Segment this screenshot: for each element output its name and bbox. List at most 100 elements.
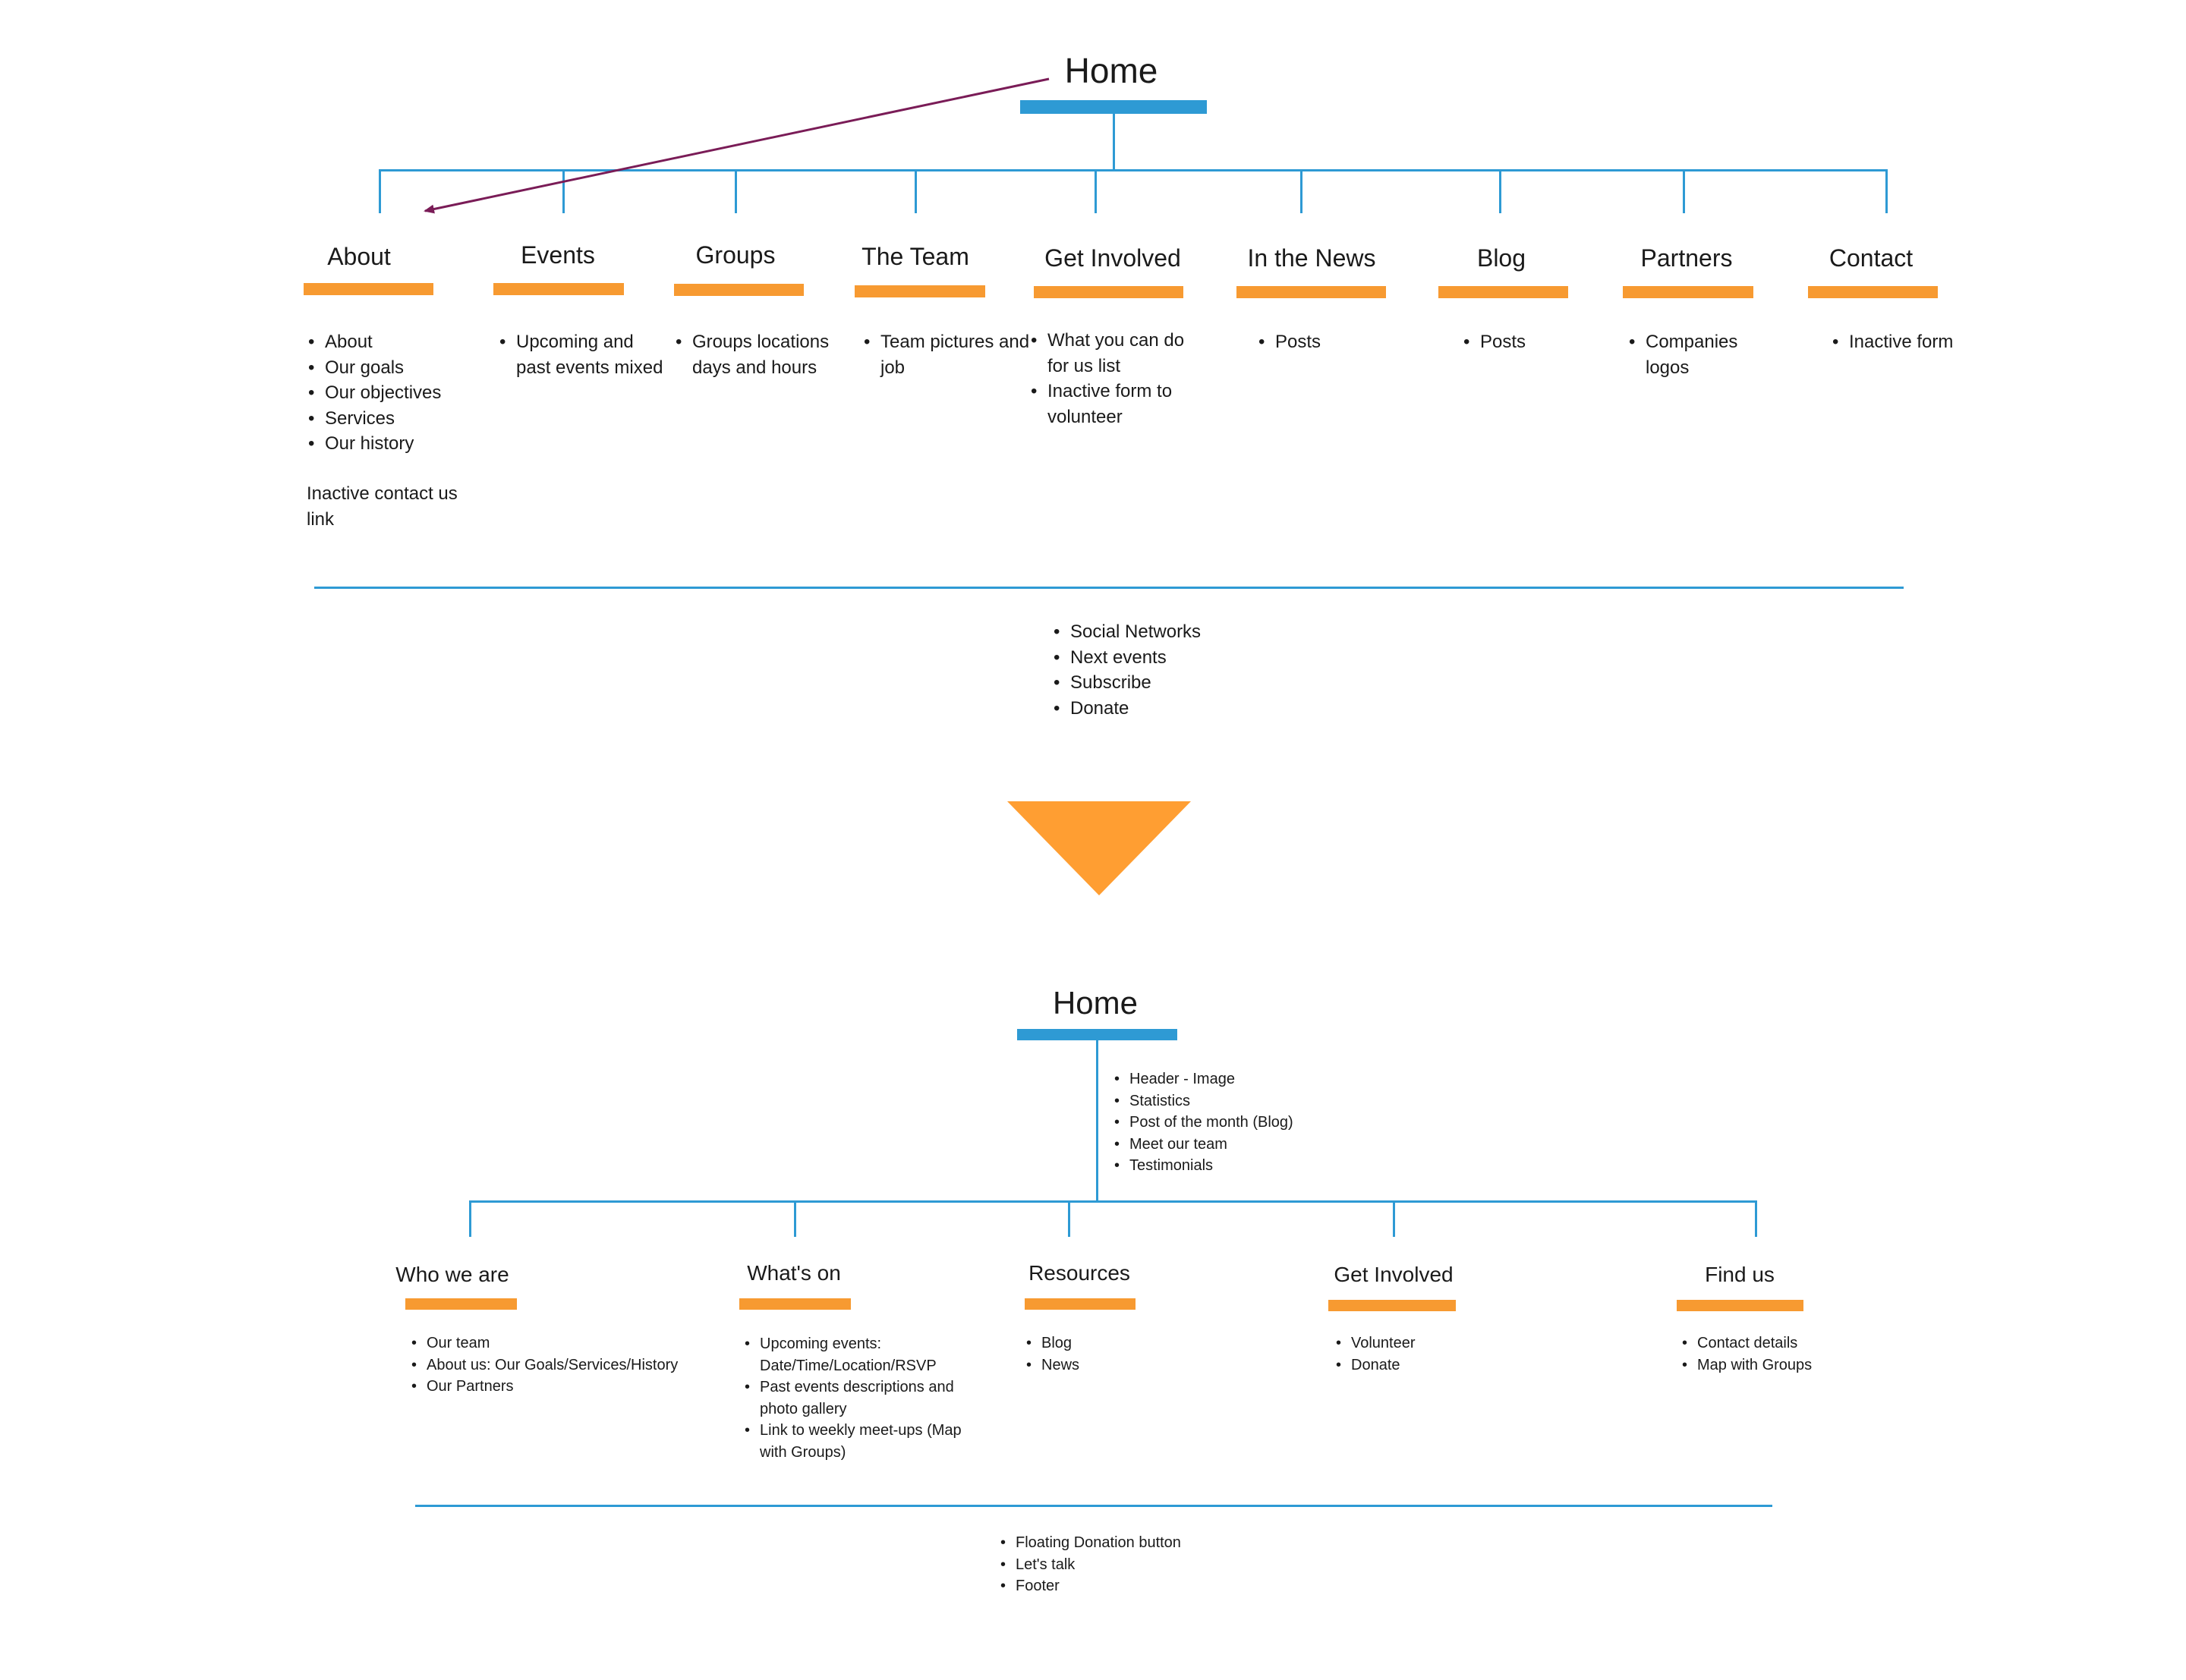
section-list-get-involved: Volunteer Donate	[1333, 1332, 1416, 1376]
list-item: Floating Donation button	[1000, 1532, 1181, 1554]
section-list-get-involved: What you can do for us list Inactive for…	[1029, 328, 1203, 429]
global-list: Floating Donation button Let's talk Foot…	[997, 1532, 1181, 1597]
horizontal-connector	[469, 1200, 1757, 1203]
list-item: Inactive form to volunteer	[1031, 379, 1203, 429]
branch-line	[794, 1200, 796, 1237]
section-title-about: About	[327, 243, 391, 270]
list-item: Contact details	[1682, 1332, 1812, 1354]
section-list-events: Upcoming and past events mixed	[498, 329, 668, 380]
branch-line	[469, 1200, 471, 1237]
list-item: Upcoming and past events mixed	[499, 329, 668, 380]
section-title-find-us: Find us	[1705, 1263, 1775, 1286]
section-underline	[405, 1298, 517, 1310]
list-item: Our Partners	[411, 1376, 678, 1398]
list-item: Our objectives	[308, 380, 441, 406]
list-item: Posts	[1463, 329, 1526, 355]
global-list: Social Networks Next events Subscribe Do…	[1052, 619, 1201, 721]
section-underline	[739, 1298, 851, 1310]
list-item: Volunteer	[1336, 1332, 1415, 1354]
arrow-home-to-about	[424, 77, 1050, 214]
home-list: Header - Image Statistics Post of the mo…	[1111, 1068, 1293, 1177]
section-list-partners: Companies logos	[1627, 329, 1775, 380]
section-list-the-team: Team pictures and job	[862, 329, 1032, 380]
list-item: Subscribe	[1054, 670, 1201, 696]
section-underline	[1438, 286, 1568, 298]
section-underline	[855, 285, 985, 297]
list-item: Inactive form	[1832, 329, 1953, 355]
horizontal-connector	[379, 169, 1888, 171]
section-underline	[1328, 1300, 1456, 1311]
list-item: Social Networks	[1054, 619, 1201, 645]
list-item: Statistics	[1114, 1090, 1293, 1112]
section-title-get-involved: Get Involved	[1334, 1263, 1454, 1286]
section-underline	[1025, 1298, 1136, 1310]
section-title-whats-on: What's on	[747, 1261, 841, 1285]
list-item: Map with Groups	[1682, 1354, 1812, 1376]
list-item: Past events descriptions and photo galle…	[745, 1376, 987, 1420]
list-item: Our goals	[308, 355, 441, 381]
section-list-about: About Our goals Our objectives Services …	[307, 329, 441, 457]
home-connector	[1113, 114, 1115, 171]
list-item: Meet our team	[1114, 1134, 1293, 1156]
list-item: Next events	[1054, 645, 1201, 671]
section-list-groups: Groups locations days and hours	[674, 329, 855, 380]
section-underline	[1808, 286, 1938, 298]
list-item: Link to weekly meet-ups (Map with Groups…	[745, 1420, 987, 1463]
section-title-contact: Contact	[1828, 244, 1914, 272]
list-item: Team pictures and job	[864, 329, 1032, 380]
section-title-partners: Partners	[1640, 244, 1733, 272]
list-item: Posts	[1258, 329, 1321, 355]
branch-line	[1755, 1200, 1757, 1237]
list-item: Header - Image	[1114, 1068, 1293, 1090]
branch-line	[1068, 1200, 1070, 1237]
section-list-resources: Blog News	[1023, 1332, 1079, 1376]
section-list-whats-on: Upcoming events: Date/Time/Location/RSVP…	[742, 1333, 987, 1463]
section-underline	[674, 284, 804, 296]
section-title-in-the-news: In the News	[1247, 244, 1376, 272]
section-note: Inactive contact us link	[307, 483, 458, 530]
section-title-get-involved: Get Involved	[1044, 244, 1181, 272]
branch-line	[1499, 169, 1501, 213]
list-item: Post of the month (Blog)	[1114, 1112, 1293, 1134]
list-item: About	[308, 329, 441, 355]
section-title-resources: Resources	[1028, 1261, 1130, 1285]
list-item: Donate	[1336, 1354, 1416, 1376]
section-title-blog: Blog	[1476, 244, 1526, 272]
home-title: Home	[1052, 985, 1139, 1021]
section-underline	[493, 283, 624, 295]
branch-line	[735, 169, 737, 213]
list-item: Our team	[411, 1332, 678, 1354]
list-item: News	[1026, 1354, 1079, 1376]
branch-line	[1885, 169, 1888, 213]
section-list-blog: Posts	[1462, 329, 1526, 355]
section-list-who-we-are: Our team About us: Our Goals/Services/Hi…	[408, 1332, 678, 1398]
branch-line	[915, 169, 917, 213]
list-item: Testimonials	[1114, 1155, 1293, 1177]
branch-line	[379, 169, 381, 213]
section-underline	[304, 283, 433, 295]
global-divider	[314, 587, 1904, 589]
section-title-groups: Groups	[695, 241, 776, 269]
section-list-in-the-news: Posts	[1257, 329, 1321, 355]
section-title-who-we-are: Who we are	[395, 1263, 509, 1286]
list-item: Footer	[1000, 1575, 1181, 1597]
list-item: What you can do for us list	[1031, 328, 1203, 379]
section-underline	[1623, 286, 1753, 298]
list-item: About us: Our Goals/Services/History	[411, 1354, 678, 1376]
home-underline	[1017, 1029, 1177, 1040]
transition-triangle-icon	[1007, 801, 1191, 895]
home-title: Home	[1064, 51, 1158, 90]
list-item: Our history	[308, 431, 441, 457]
list-item: Let's talk	[1000, 1554, 1181, 1576]
home-underline	[1020, 100, 1207, 114]
home-connector	[1096, 1040, 1098, 1203]
branch-line	[1095, 169, 1097, 213]
section-underline	[1034, 286, 1183, 298]
list-item: Blog	[1026, 1332, 1079, 1354]
list-item: Services	[308, 406, 441, 432]
global-divider	[415, 1505, 1772, 1507]
section-list-find-us: Contact details Map with Groups	[1679, 1332, 1812, 1376]
branch-line	[1393, 1200, 1395, 1237]
list-item: Companies logos	[1629, 329, 1775, 380]
